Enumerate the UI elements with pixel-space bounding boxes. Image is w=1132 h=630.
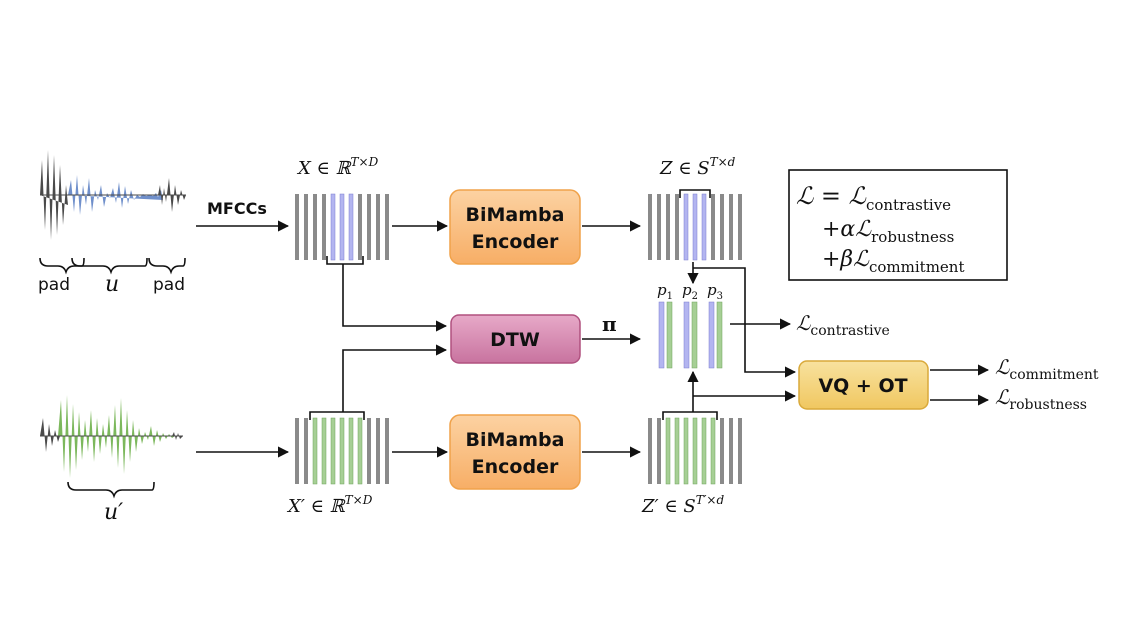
p1-label: p1 [657,281,673,302]
svg-text:VQ + OT: VQ + OT [818,375,907,397]
dtw-box: DTW [450,314,581,364]
xprime-label: X′ ∈ ℝT×D [286,493,373,517]
zprime-label: Z′ ∈ ST′×d [641,493,724,517]
svg-text:BiMamba: BiMamba [466,429,565,451]
equation-line-3: +βℒcommitment [822,247,965,276]
xprime-features [295,411,389,485]
u-prime-label: u′ [104,500,123,525]
anchor-braces [39,257,186,275]
arrow-z-to-vq [693,267,797,378]
x-label: X ∈ ℝT×D [296,155,379,179]
waveform-anchor [40,150,186,240]
u-label: u [105,272,119,297]
vq-ot-box: VQ + OT [798,360,929,410]
svg-text:Encoder: Encoder [472,456,559,478]
waveform-augmented [40,395,183,478]
arrow-xprime-to-dtw [342,344,448,412]
encoder-bottom: BiMamba Encoder [449,414,581,490]
p3-label: p3 [707,281,723,302]
equation-line-2: +αℒrobustness [822,217,954,246]
paired-frames [658,301,723,369]
pad-left-label: pad [38,275,70,295]
zprime-features [648,411,742,485]
pad-right-label: pad [153,275,185,295]
loss-contrastive: ℒcontrastive [796,311,890,339]
mfccs-label: MFCCs [207,199,267,218]
encoder-top: BiMamba Encoder [449,189,581,265]
arrow-x-to-dtw [342,264,448,332]
augmented-brace [67,481,155,499]
loss-commitment: ℒcommitment [995,355,1099,383]
svg-text:BiMamba: BiMamba [466,204,565,226]
pi-label: π [602,312,617,336]
loss-robustness: ℒrobustness [995,385,1087,413]
p2-label: p2 [682,281,698,302]
svg-text:DTW: DTW [490,329,540,351]
z-features [648,189,742,261]
equation-line-1: ℒ = ℒcontrastive [796,182,951,214]
svg-text:Encoder: Encoder [472,231,559,253]
loss-equation-box: ℒ = ℒcontrastive +αℒrobustness +βℒcommit… [788,169,1008,281]
z-label: Z ∈ ST×d [659,155,736,179]
x-features [295,193,389,265]
